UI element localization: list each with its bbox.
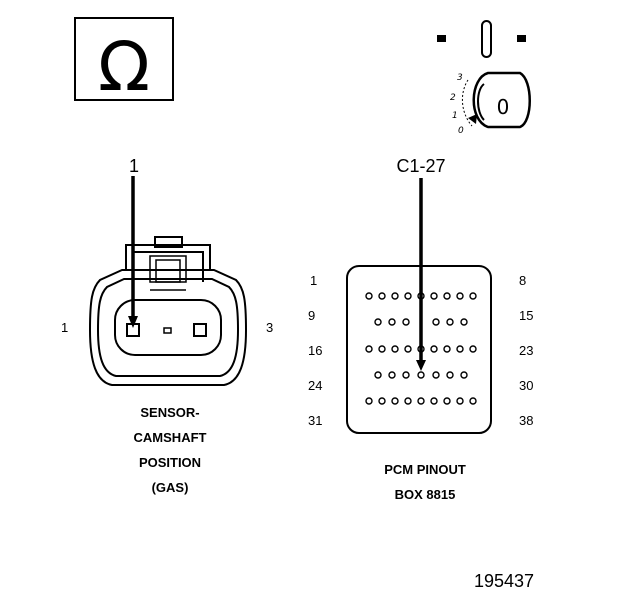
svg-text:0: 0 <box>458 126 464 136</box>
pcm-pin <box>404 397 412 405</box>
pcm-pin <box>378 292 386 300</box>
pcm-row-start-label: 31 <box>308 413 323 428</box>
pcm-pin <box>460 371 468 379</box>
pcm-pin <box>417 371 425 379</box>
pcm-pin <box>460 318 468 326</box>
pcm-row-start-label: 24 <box>308 378 323 393</box>
pcm-probe-arrow <box>416 178 426 371</box>
pcm-row-end-label: 23 <box>519 343 534 358</box>
pcm-pin <box>432 371 440 379</box>
figure-id: 195437 <box>474 571 535 591</box>
pcm-pin <box>417 397 425 405</box>
pcm-pin <box>391 397 399 405</box>
pcm-pin <box>443 345 451 353</box>
pcm-pin <box>446 371 454 379</box>
pcm-pin <box>469 397 477 405</box>
pcm-pin <box>374 318 382 326</box>
sensor-caption: SENSOR- CAMSHAFT POSITION (GAS) <box>133 405 207 495</box>
pcm-pin <box>391 292 399 300</box>
sensor-connector <box>88 236 248 386</box>
svg-text:1: 1 <box>452 111 458 121</box>
pcm-pin <box>469 292 477 300</box>
pcm-row-start-label: 16 <box>308 343 323 358</box>
ohm-symbol: Ω <box>98 28 150 107</box>
pcm-pin <box>456 345 464 353</box>
pcm-pin <box>388 318 396 326</box>
pcm-pin <box>388 371 396 379</box>
pcm-pin <box>432 318 440 326</box>
ohm-meter-icon: Ω <box>74 17 174 107</box>
pcm-pin <box>456 292 464 300</box>
pcm-pin <box>365 397 373 405</box>
pcm-pin <box>446 318 454 326</box>
pcm-pin <box>374 371 382 379</box>
sensor-pin-right-label: 3 <box>266 320 274 335</box>
pcm-pin <box>430 345 438 353</box>
svg-text:3: 3 <box>457 73 463 83</box>
sensor-probe-arrow <box>128 176 138 328</box>
key-position-label: 0 <box>497 95 510 119</box>
pcm-row-start-label: 1 <box>310 273 318 288</box>
pcm-pin <box>456 397 464 405</box>
pcm-pin <box>378 397 386 405</box>
sensor-probe-label: 1 <box>128 156 140 176</box>
pcm-pin <box>365 345 373 353</box>
pcm-pin <box>402 318 410 326</box>
pcm-pin <box>378 345 386 353</box>
sensor-terminal-3 <box>193 323 207 337</box>
pcm-pin <box>404 292 412 300</box>
pcm-row-end-label: 8 <box>519 273 527 288</box>
pcm-pin <box>443 292 451 300</box>
pcm-pin <box>404 345 412 353</box>
pcm-pin <box>443 397 451 405</box>
pcm-row-start-label: 9 <box>308 308 316 323</box>
svg-text:2: 2 <box>450 93 456 103</box>
pcm-pinout-box <box>346 265 492 434</box>
pcm-row-end-label: 15 <box>519 308 534 323</box>
sensor-terminal-2 <box>163 327 172 334</box>
pcm-row-end-label: 30 <box>519 378 534 393</box>
pcm-pin <box>469 345 477 353</box>
pcm-pin <box>430 292 438 300</box>
pcm-pin <box>402 371 410 379</box>
pcm-caption: PCM PINOUT BOX 8815 <box>384 462 466 502</box>
pcm-pin <box>365 292 373 300</box>
pcm-pin <box>391 345 399 353</box>
pcm-probe-label: C1-27 <box>396 156 446 176</box>
pcm-row-end-label: 38 <box>519 413 534 428</box>
pcm-pin <box>430 397 438 405</box>
sensor-pin-left-label: 1 <box>61 320 69 335</box>
ignition-switch-icon: 0 3 2 1 0 <box>437 20 531 136</box>
